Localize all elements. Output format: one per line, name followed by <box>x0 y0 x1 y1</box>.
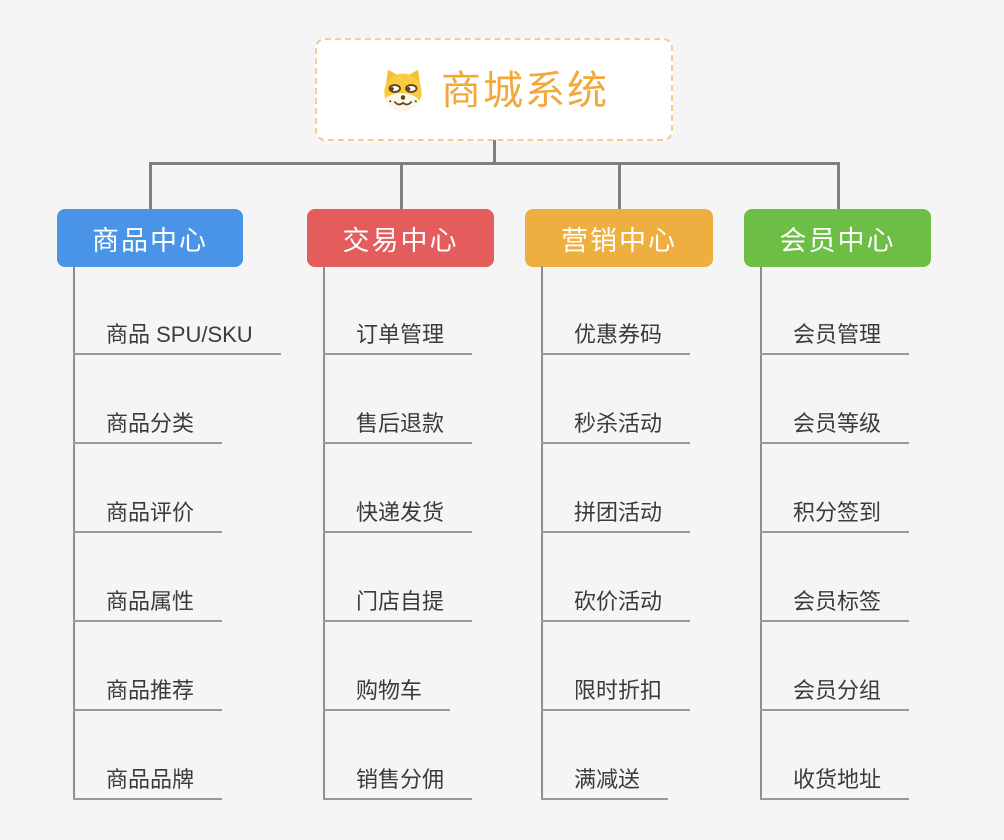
leaf-node[interactable]: 收货地址 <box>760 762 910 800</box>
root-title: 商城系统 <box>441 68 609 113</box>
connector-drop-3 <box>836 162 840 209</box>
branch-label: 交易中心 <box>342 225 459 256</box>
connector-root-vertical <box>493 140 496 165</box>
leaf-label: 会员标签 <box>793 588 882 614</box>
leaf-node[interactable]: 拼团活动 <box>541 495 691 533</box>
root-node-mall-system[interactable]: 商城系统 <box>315 38 673 141</box>
leaf-node[interactable]: 购物车 <box>323 673 451 711</box>
leaf-node[interactable]: 订单管理 <box>323 317 473 355</box>
leaf-node[interactable]: 优惠券码 <box>541 317 691 355</box>
leaf-node[interactable]: 商品 SPU/SKU <box>73 317 281 355</box>
leaf-node[interactable]: 商品推荐 <box>73 673 223 711</box>
leaf-node[interactable]: 秒杀活动 <box>541 406 691 444</box>
leaf-label: 收货地址 <box>793 766 882 792</box>
leaf-label: 拼团活动 <box>574 499 663 525</box>
shiba-dog-icon <box>384 69 422 111</box>
leaf-label: 限时折扣 <box>574 677 663 703</box>
branch-trunk-line <box>760 266 762 800</box>
branch-node-2[interactable]: 营销中心 <box>525 209 713 267</box>
branch-trunk-line <box>73 266 75 800</box>
leaf-label: 购物车 <box>356 677 423 703</box>
branch-node-1[interactable]: 交易中心 <box>307 209 494 267</box>
leaf-label: 秒杀活动 <box>574 410 663 436</box>
leaf-node[interactable]: 门店自提 <box>323 584 473 622</box>
branch-trunk-line <box>323 266 325 800</box>
connector-horizontal-bus <box>149 162 840 165</box>
leaf-node[interactable]: 会员等级 <box>760 406 910 444</box>
leaf-label: 商品分类 <box>106 410 195 436</box>
leaf-label: 积分签到 <box>793 499 882 525</box>
branch-label: 会员中心 <box>779 225 896 256</box>
leaf-node[interactable]: 会员分组 <box>760 673 910 711</box>
branch-node-3[interactable]: 会员中心 <box>744 209 931 267</box>
leaf-node[interactable]: 快递发货 <box>323 495 473 533</box>
leaf-label: 商品评价 <box>106 499 195 525</box>
connector-drop-2 <box>618 162 621 209</box>
branch-label: 营销中心 <box>561 225 677 256</box>
leaf-node[interactable]: 销售分佣 <box>323 762 473 800</box>
leaf-node[interactable]: 售后退款 <box>323 406 473 444</box>
leaf-label: 会员等级 <box>793 410 882 436</box>
leaf-node[interactable]: 满减送 <box>541 762 669 800</box>
branch-trunk-line <box>541 266 543 800</box>
leaf-node[interactable]: 商品分类 <box>73 406 223 444</box>
leaf-label: 商品品牌 <box>106 766 195 792</box>
leaf-label: 商品 SPU/SKU <box>106 321 253 347</box>
leaf-label: 销售分佣 <box>356 766 445 792</box>
leaf-label: 商品属性 <box>106 588 195 614</box>
leaf-node[interactable]: 限时折扣 <box>541 673 691 711</box>
leaf-node[interactable]: 砍价活动 <box>541 584 691 622</box>
leaf-node[interactable]: 商品评价 <box>73 495 223 533</box>
leaf-label: 会员管理 <box>793 321 882 347</box>
branch-node-0[interactable]: 商品中心 <box>57 209 243 267</box>
leaf-node[interactable]: 会员管理 <box>760 317 910 355</box>
leaf-label: 满减送 <box>574 766 641 792</box>
connector-drop-0 <box>149 162 152 209</box>
leaf-label: 售后退款 <box>356 410 445 436</box>
leaf-label: 门店自提 <box>356 588 445 614</box>
leaf-label: 会员分组 <box>793 677 882 703</box>
leaf-label: 砍价活动 <box>574 588 663 614</box>
leaf-node[interactable]: 积分签到 <box>760 495 910 533</box>
leaf-node[interactable]: 会员标签 <box>760 584 910 622</box>
leaf-label: 商品推荐 <box>106 677 195 703</box>
leaf-label: 订单管理 <box>356 321 445 347</box>
leaf-label: 优惠券码 <box>574 321 663 347</box>
branch-label: 商品中心 <box>92 225 208 256</box>
leaf-label: 快递发货 <box>356 499 445 525</box>
connector-drop-1 <box>399 162 403 209</box>
leaf-node[interactable]: 商品品牌 <box>73 762 223 800</box>
leaf-node[interactable]: 商品属性 <box>73 584 223 622</box>
